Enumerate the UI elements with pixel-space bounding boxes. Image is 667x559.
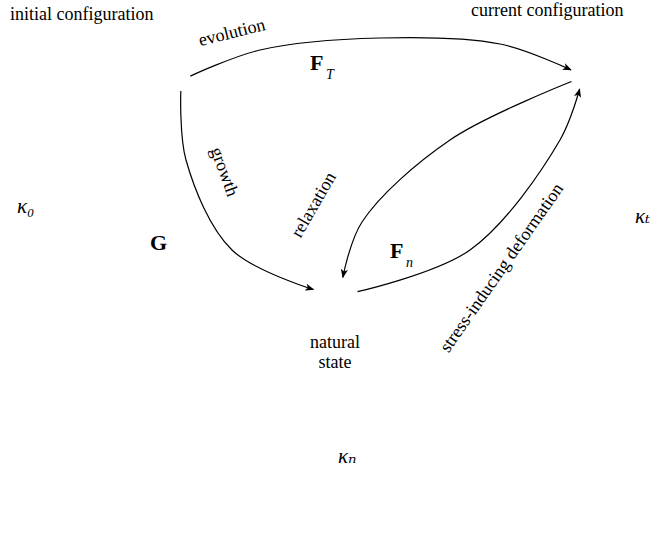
tensor-subscript: T [326, 68, 334, 82]
tensor-symbol: F [310, 52, 323, 74]
mapping-arrow [343, 82, 572, 278]
tensor-symbol: F [390, 240, 403, 262]
heart-outline [170, 227, 415, 553]
configuration-name: initial configuration [10, 5, 153, 25]
heart-shape [160, 205, 430, 557]
mapping-arrow [190, 38, 571, 77]
heart-shape [5, 5, 210, 230]
configuration-symbol: κₜ [635, 205, 650, 228]
heart-outline [24, 42, 202, 222]
material-point [313, 278, 357, 322]
mapping-name: growth [206, 145, 242, 200]
heart-configuration: natural state κₙ [160, 205, 430, 557]
configuration-name: natural state [295, 333, 375, 373]
mapping-arrow [181, 91, 314, 290]
tensor-symbol: G [150, 232, 167, 254]
material-point [170, 69, 190, 91]
configuration-symbol: κ₀ [17, 195, 34, 218]
mapping-name: evolution [197, 15, 268, 51]
tensor-subscript: n [406, 256, 413, 270]
mapping-name: stress-inducing deformation [436, 180, 568, 356]
configuration-name: current configuration [471, 1, 623, 21]
heart-configuration: initial configuration κ₀ [5, 5, 210, 230]
mapping-name: relaxation [287, 169, 340, 241]
configuration-symbol: κₙ [338, 445, 357, 468]
material-point [559, 61, 611, 89]
